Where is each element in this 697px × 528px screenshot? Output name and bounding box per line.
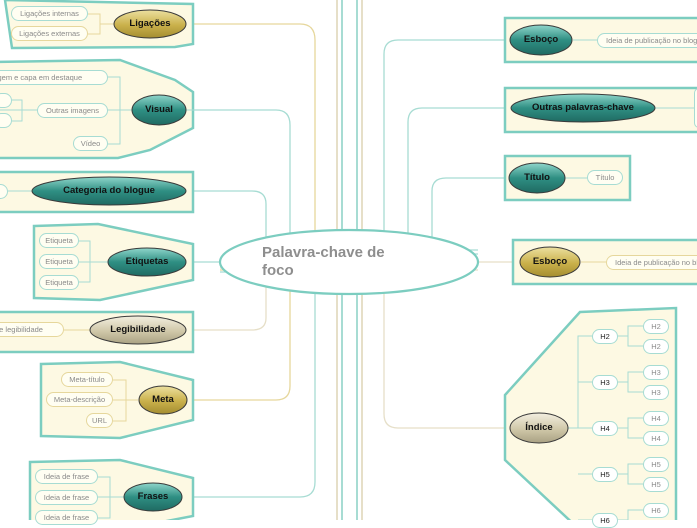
- leaf-outras-imagens[interactable]: Outras imagens: [37, 103, 108, 118]
- central-topic[interactable]: Palavra-chave de foco: [262, 244, 385, 280]
- subheading-h5-2[interactable]: H5: [643, 477, 669, 492]
- subheading-h3-2[interactable]: H3: [643, 385, 669, 400]
- node-indice[interactable]: Índice: [525, 422, 553, 433]
- leaf-titulo[interactable]: Título: [587, 170, 623, 185]
- subheading-h6-1[interactable]: H6: [643, 503, 669, 518]
- subheading-h2-2[interactable]: H2: [643, 339, 669, 354]
- panel-indice: [503, 306, 678, 520]
- node-esboco-2[interactable]: Esboço: [532, 256, 568, 267]
- heading-h5[interactable]: H5: [592, 467, 618, 482]
- left-node-shapes: [31, 9, 188, 512]
- node-outras-palavras-chave[interactable]: Outras palavras-chave: [532, 102, 634, 113]
- subheading-h5-1[interactable]: H5: [643, 457, 669, 472]
- leaf-etiqueta-3[interactable]: Etiqueta: [39, 275, 79, 290]
- node-frases[interactable]: Frases: [137, 491, 169, 502]
- node-legibilidade[interactable]: Legibilidade: [110, 324, 166, 335]
- node-outras-shape: [510, 93, 656, 123]
- node-etiquetas-shape: [107, 247, 187, 277]
- node-esboco1-shape: [509, 24, 573, 56]
- central-topic-shape: [218, 228, 480, 296]
- node-visual[interactable]: Visual: [145, 104, 173, 115]
- leaf-imagem-destaque[interactable]: Imagem e capa em destaque: [0, 70, 108, 85]
- heading-h3[interactable]: H3: [592, 375, 618, 390]
- leaf-connectors-right: [565, 39, 694, 520]
- node-categoria-shape: [31, 176, 187, 206]
- leaf-frase-3[interactable]: Ideia de frase: [35, 510, 98, 525]
- subheading-h2-1[interactable]: H2: [643, 319, 669, 334]
- central-topic-line1: Palavra-chave de: [262, 244, 385, 261]
- node-meta-shape: [138, 385, 188, 415]
- leaf-etiqueta-1[interactable]: Etiqueta: [39, 233, 79, 248]
- leaf-meta-descricao[interactable]: Meta-descrição: [46, 392, 113, 407]
- subheading-h3-1[interactable]: H3: [643, 365, 669, 380]
- leaf-video[interactable]: Vídeo: [73, 136, 108, 151]
- node-etiquetas[interactable]: Etiquetas: [125, 256, 169, 267]
- node-frases-shape: [123, 482, 183, 512]
- node-meta[interactable]: Meta: [152, 394, 174, 405]
- node-legibilidade-shape: [89, 315, 187, 345]
- node-ligacoes[interactable]: Ligações: [129, 18, 171, 29]
- node-titulo[interactable]: Título: [524, 172, 550, 183]
- leaf-frase-1[interactable]: Ideia de frase: [35, 469, 98, 484]
- leaf-meta-titulo[interactable]: Meta-título: [61, 372, 113, 387]
- heading-h4[interactable]: H4: [592, 421, 618, 436]
- leaf-esboco1-ideia[interactable]: Ideia de publicação no blogue: [597, 33, 697, 48]
- leaf-esboco2-ideia[interactable]: Ideia de publicação no blogue: [606, 255, 697, 270]
- leaf-teste-legibilidade[interactable]: Teste de legibilidade: [0, 322, 64, 337]
- leaf-frase-2[interactable]: Ideia de frase: [35, 490, 98, 505]
- leaf-etiqueta-2[interactable]: Etiqueta: [39, 254, 79, 269]
- node-categoria[interactable]: Categoria do blogue: [63, 185, 155, 196]
- leaf-visual-sub2[interactable]: [0, 113, 12, 128]
- heading-h2[interactable]: H2: [592, 329, 618, 344]
- node-ligacoes-shape: [113, 9, 187, 39]
- leaf-ligacoes-internas[interactable]: Ligações internas: [11, 6, 88, 21]
- node-esboco2-shape: [519, 246, 581, 278]
- node-visual-shape: [131, 94, 187, 126]
- heading-h6[interactable]: H6: [592, 513, 618, 528]
- node-titulo-shape: [508, 162, 566, 194]
- subheading-h4-1[interactable]: H4: [643, 411, 669, 426]
- node-esboco-1[interactable]: Esboço: [523, 34, 559, 45]
- leaf-connectors-left: [0, 13, 233, 519]
- right-node-shapes: [508, 24, 656, 444]
- node-indice-shape: [509, 412, 569, 444]
- subheading-h4-2[interactable]: H4: [643, 431, 669, 446]
- leaf-visual-sub1[interactable]: [0, 93, 12, 108]
- central-topic-line2: foco: [262, 262, 294, 279]
- leaf-ligacoes-externas[interactable]: Ligações externas: [11, 26, 88, 41]
- leaf-url[interactable]: URL: [86, 413, 113, 428]
